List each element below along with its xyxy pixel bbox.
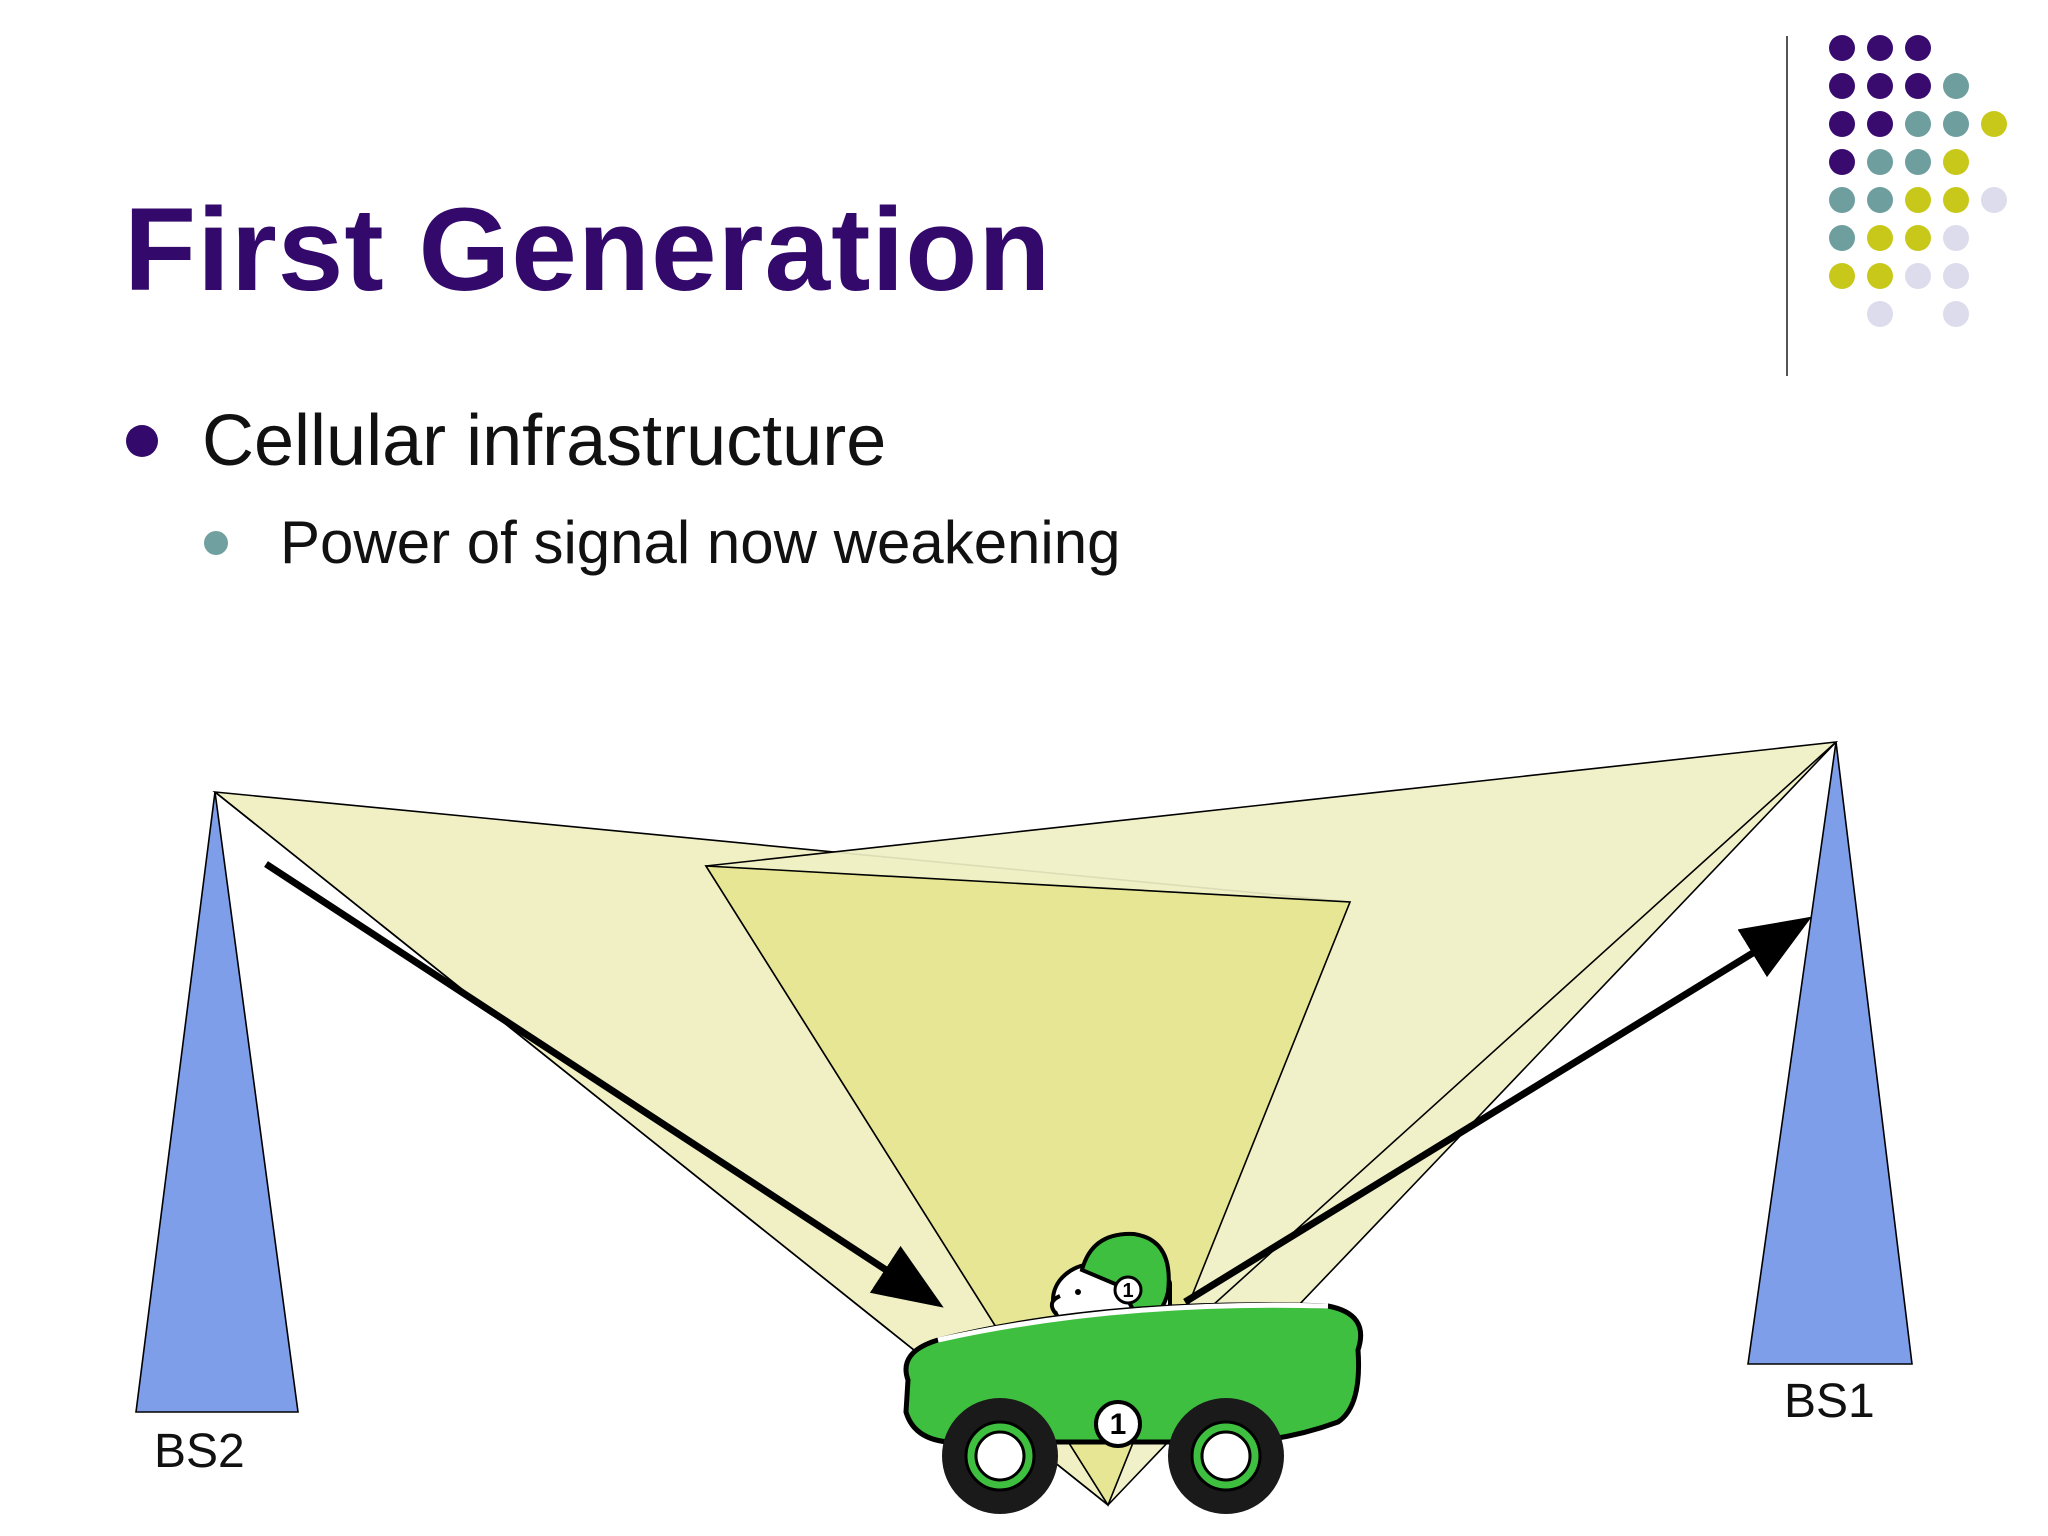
decor-dot bbox=[1829, 35, 1855, 61]
sub-bullet-dot bbox=[204, 530, 228, 555]
decor-dot bbox=[1943, 301, 1969, 327]
decor-dot bbox=[1943, 225, 1969, 251]
decor-dot bbox=[1905, 263, 1931, 289]
decor-dot bbox=[1867, 149, 1893, 175]
sub-bullet-text: Power of signal now weakening bbox=[280, 509, 1121, 576]
decor-dot bbox=[1829, 73, 1855, 99]
decor-dot bbox=[1867, 263, 1893, 289]
decor-dot bbox=[1867, 187, 1893, 213]
decor-dot bbox=[1905, 187, 1931, 213]
decor-dot bbox=[1829, 225, 1855, 251]
decor-dot bbox=[1943, 187, 1969, 213]
decor-dot bbox=[1867, 225, 1893, 251]
decor-dot bbox=[1829, 149, 1855, 175]
divider-line bbox=[1786, 36, 1788, 376]
decor-dot bbox=[1943, 111, 1969, 137]
decor-dot bbox=[1867, 73, 1893, 99]
bullet-text: Cellular infrastructure bbox=[202, 401, 887, 481]
rear-wheel bbox=[942, 1398, 1058, 1514]
bullet-item-level1: Cellular infrastructure bbox=[126, 400, 886, 482]
slide-title: First Generation bbox=[124, 184, 1052, 316]
race-car: 1 1 bbox=[903, 1231, 1364, 1514]
decor-dot bbox=[1905, 149, 1931, 175]
bs2-label: BS2 bbox=[154, 1425, 245, 1478]
decor-dot bbox=[1943, 263, 1969, 289]
bullet-dot bbox=[126, 425, 158, 457]
decor-dot bbox=[1867, 301, 1893, 327]
decor-dot bbox=[1905, 111, 1931, 137]
decor-dot bbox=[1829, 111, 1855, 137]
decor-dot bbox=[1943, 73, 1969, 99]
decor-dot bbox=[1867, 35, 1893, 61]
bs1-tower bbox=[1747, 741, 1913, 1365]
decor-dot bbox=[1867, 111, 1893, 137]
car-number: 1 bbox=[1110, 1408, 1127, 1441]
helmet-number: 1 bbox=[1122, 1280, 1133, 1302]
decor-dot bbox=[1905, 35, 1931, 61]
signal-arrow-to-bs1 bbox=[1183, 916, 1812, 1305]
bs1-label: BS1 bbox=[1784, 1375, 1875, 1428]
decor-dot bbox=[1905, 225, 1931, 251]
decor-dot bbox=[1829, 263, 1855, 289]
bullet-item-level2: Power of signal now weakening bbox=[204, 508, 1121, 577]
bs2-tower bbox=[135, 791, 299, 1413]
decor-dot bbox=[1829, 187, 1855, 213]
coverage-overlap bbox=[704, 865, 1352, 1507]
bs1-beam-edge bbox=[1107, 741, 1837, 1401]
decor-dot bbox=[1943, 149, 1969, 175]
decor-dot bbox=[1981, 111, 2007, 137]
decor-dot bbox=[1905, 73, 1931, 99]
signal-arrow-from-bs2 bbox=[264, 861, 944, 1308]
front-wheel bbox=[1168, 1398, 1284, 1514]
decor-dot bbox=[1981, 187, 2007, 213]
